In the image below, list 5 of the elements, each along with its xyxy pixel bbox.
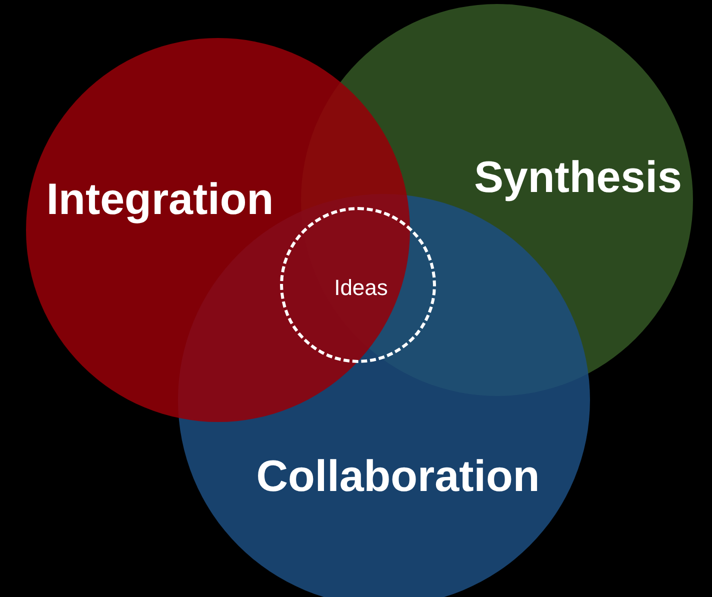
- category-label: Ideas: [334, 275, 388, 301]
- category-label: Integration: [46, 175, 274, 225]
- category-label: Synthesis: [474, 153, 682, 203]
- category-label: Collaboration: [256, 452, 540, 502]
- dashed-circle: [280, 207, 436, 363]
